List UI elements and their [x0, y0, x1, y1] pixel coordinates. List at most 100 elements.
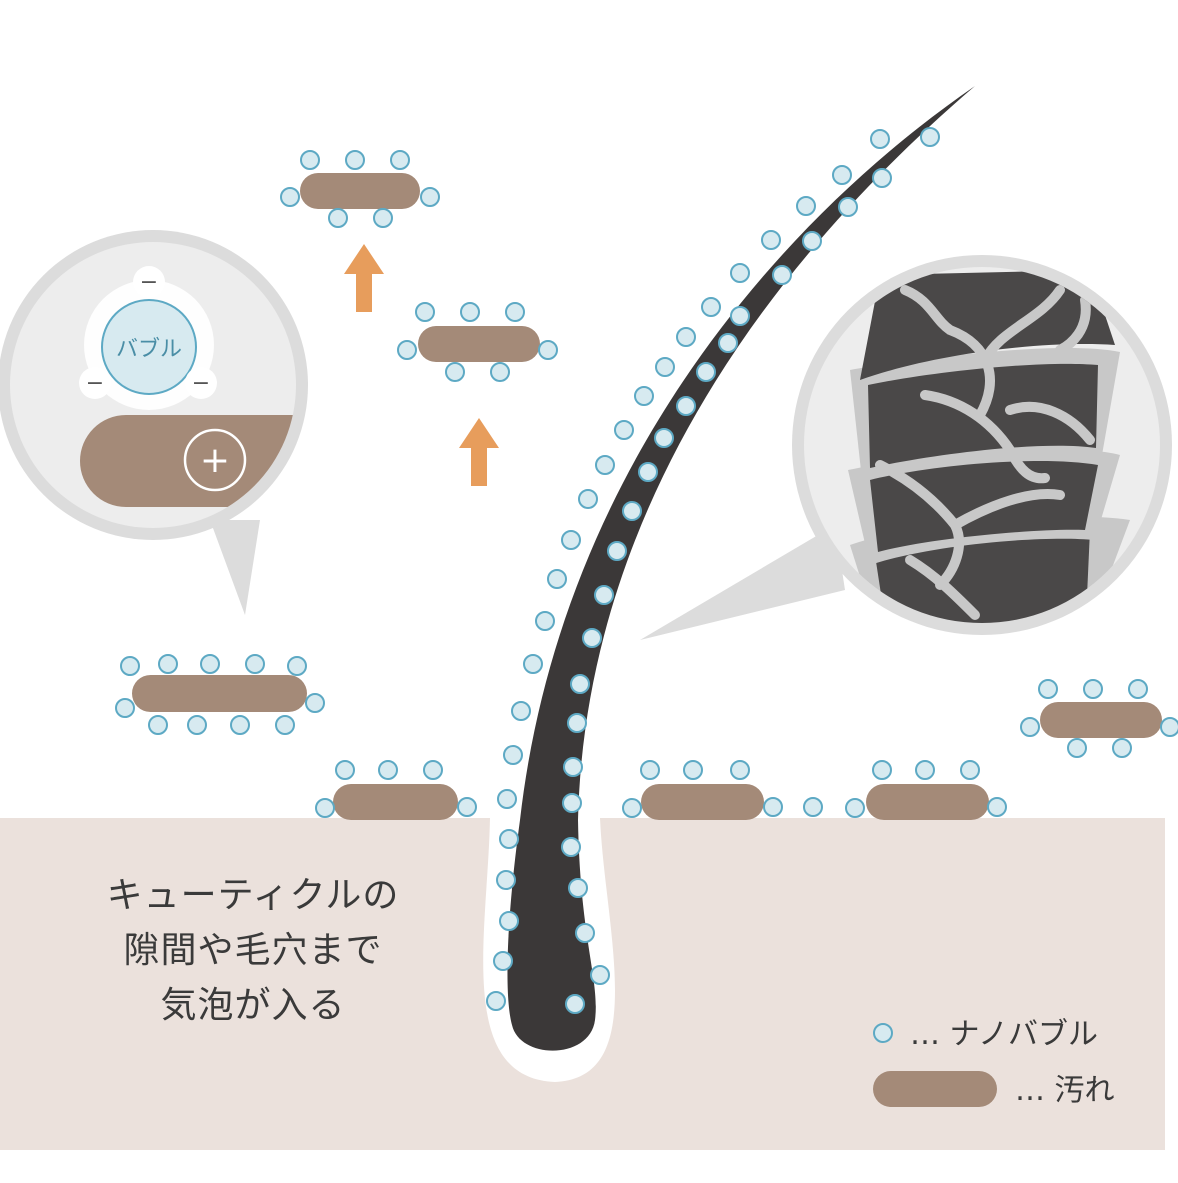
nanobubble	[1020, 717, 1040, 737]
nanobubble	[730, 760, 750, 780]
nanobubble	[638, 462, 658, 482]
nanobubble	[987, 797, 1007, 817]
caption-line-1: キューティクルの	[107, 875, 400, 916]
nanobubble	[575, 923, 595, 943]
nanobubble	[148, 715, 168, 735]
dirt-particle	[641, 784, 764, 820]
nanobubble	[1083, 679, 1103, 699]
nanobubble	[373, 208, 393, 228]
nanobubble	[565, 994, 585, 1014]
nanobubble	[561, 530, 581, 550]
nanobubble	[1112, 738, 1132, 758]
arrow-up-upper	[344, 244, 384, 312]
nanobubble	[345, 150, 365, 170]
scalp-area	[0, 818, 1165, 1150]
plus-sign: +	[200, 440, 230, 481]
legend-bubble-icon	[873, 1023, 893, 1043]
nanobubble	[503, 745, 523, 765]
nanobubble	[200, 654, 220, 674]
minus-charge-top	[133, 266, 165, 298]
nanobubble	[718, 333, 738, 353]
nanobubble	[960, 760, 980, 780]
nanobubble	[832, 165, 852, 185]
cuticle-cracks	[875, 285, 1095, 620]
dirt-particle	[418, 326, 540, 362]
caption-block: キューティクルの 隙間や毛穴まで 気泡が入る	[107, 875, 400, 1026]
nanobubble	[390, 150, 410, 170]
dirt-particle	[333, 784, 458, 820]
nanobubble	[499, 911, 519, 931]
nanobubble	[115, 698, 135, 718]
nanobubble	[505, 302, 525, 322]
minus-sign-top: −	[140, 270, 158, 295]
caption-line-3: 気泡が入る	[160, 985, 345, 1026]
minus-sign-right: −	[192, 371, 210, 396]
legend-dirt-icon	[873, 1071, 997, 1107]
nanobubble	[590, 965, 610, 985]
nanobubble	[158, 654, 178, 674]
nanobubble	[1160, 717, 1178, 737]
nanobubble	[120, 656, 140, 676]
nanobubble	[676, 396, 696, 416]
nanobubble	[378, 760, 398, 780]
nanobubble	[187, 715, 207, 735]
nanobubble	[287, 656, 307, 676]
nanobubble	[614, 420, 634, 440]
legend-dirt-label: … 汚れ	[1015, 1073, 1115, 1108]
nanobubble	[701, 297, 721, 317]
nanobubble	[245, 654, 265, 674]
dirt-particle	[866, 784, 989, 820]
nanobubble	[445, 362, 465, 382]
nanobubble	[568, 878, 588, 898]
nanobubble	[499, 829, 519, 849]
nanobubble	[415, 302, 435, 322]
nanobubble	[493, 951, 513, 971]
minus-charge-left	[79, 367, 111, 399]
nanobubble	[275, 715, 295, 735]
nanobubble	[920, 127, 940, 147]
nanobubble	[838, 197, 858, 217]
nanobubble	[570, 674, 590, 694]
nanobubble	[622, 798, 642, 818]
nanobubble	[772, 265, 792, 285]
nanobubble	[423, 760, 443, 780]
nanobubble	[300, 150, 320, 170]
legend: … ナノバブル … 汚れ	[873, 1017, 1115, 1108]
nanobubble	[872, 760, 892, 780]
nanobubble	[802, 231, 822, 251]
nanobubble	[640, 760, 660, 780]
nanobubble	[607, 541, 627, 561]
dirt-particle	[300, 173, 420, 209]
nanobubble	[457, 797, 477, 817]
bubble-label: バブル	[116, 337, 182, 362]
nanobubble	[578, 489, 598, 509]
nanobubble	[655, 357, 675, 377]
nanobubble	[562, 793, 582, 813]
nanobubble	[563, 757, 583, 777]
nanobubble	[796, 196, 816, 216]
dirt-particle	[132, 675, 307, 712]
nanobubble	[460, 302, 480, 322]
dirt-group	[132, 173, 1162, 820]
nanobubble	[676, 327, 696, 347]
legend-bubble-label: … ナノバブル	[910, 1017, 1098, 1052]
nanobubble	[420, 187, 440, 207]
nanobubble	[315, 798, 335, 818]
nanobubble	[634, 386, 654, 406]
nanobubble	[486, 991, 506, 1011]
nanobubble	[730, 263, 750, 283]
nanobubble	[496, 870, 516, 890]
nanobubble	[523, 654, 543, 674]
nanobubble	[915, 760, 935, 780]
caption-line-2: 隙間や毛穴まで	[123, 930, 382, 971]
nanobubble	[328, 208, 348, 228]
nanobubble	[845, 798, 865, 818]
nanobubble	[511, 701, 531, 721]
bubble-magnified	[101, 299, 197, 395]
nanobubble	[622, 501, 642, 521]
nanobubble	[230, 715, 250, 735]
nanobubble	[1038, 679, 1058, 699]
nanobubble	[538, 340, 558, 360]
nanobubble	[490, 362, 510, 382]
